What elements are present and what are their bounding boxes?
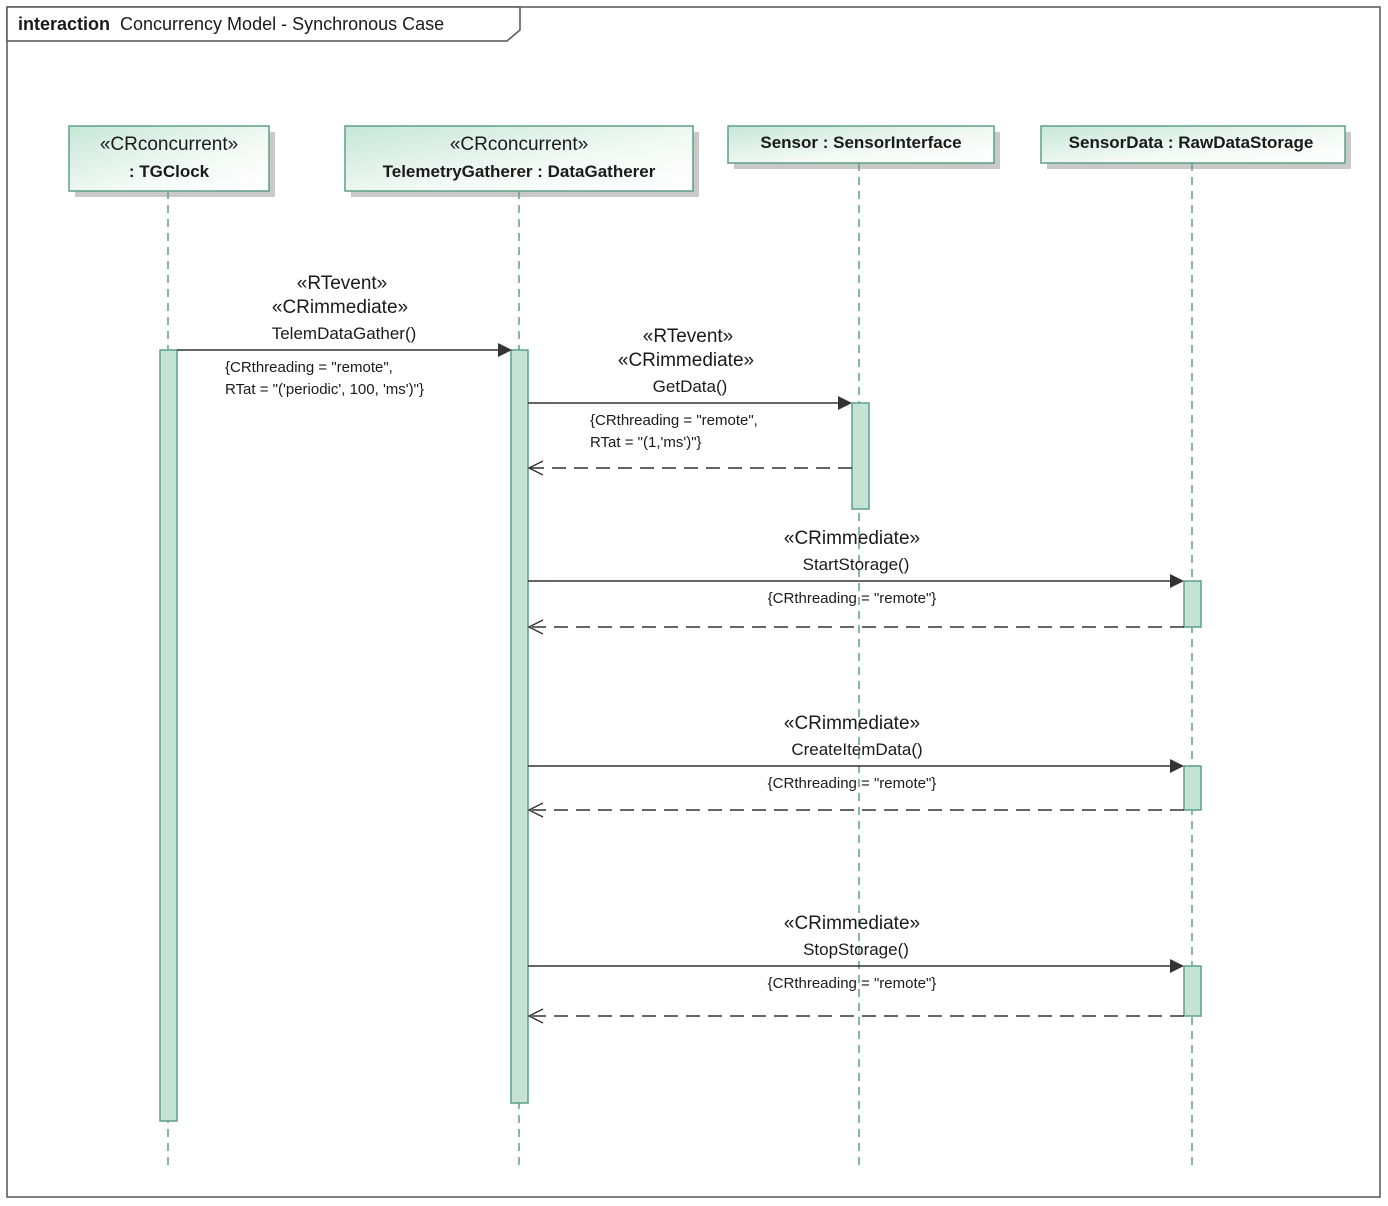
lifeline-stereotype: «CRconcurrent»	[100, 134, 238, 155]
message-name: StartStorage()	[803, 555, 910, 574]
lifeline-name: TelemetryGatherer : DataGatherer	[383, 162, 656, 181]
open-arrowhead-icon	[527, 802, 544, 818]
lifeline-tgclock[interactable]: «CRconcurrent» : TGClock	[68, 125, 275, 1165]
message-stereotype: «CRimmediate»	[272, 297, 408, 318]
lifeline-name: SensorData : RawDataStorage	[1069, 133, 1314, 152]
message-constraint: {CRthreading = "remote"}	[768, 590, 937, 607]
message-constraint: RTat = "(1,'ms')"}	[590, 434, 702, 451]
frame-title: interaction Concurrency Model - Synchrono…	[18, 14, 444, 34]
activation-storage-stop[interactable]	[1183, 965, 1202, 1017]
lifeline-storage[interactable]: SensorData : RawDataStorage	[1040, 125, 1351, 1165]
message-name: CreateItemData()	[791, 740, 922, 759]
message-getdata[interactable]: «RTevent» «CRimmediate» GetData() {CRthr…	[528, 326, 852, 451]
message-name: GetData()	[653, 377, 728, 396]
open-arrowhead-icon	[527, 1008, 544, 1024]
activation-gatherer[interactable]	[510, 349, 529, 1104]
lifeline-head-tgclock[interactable]	[68, 125, 270, 192]
interaction-frame	[6, 6, 1381, 1198]
activation-storage-create[interactable]	[1183, 765, 1202, 811]
activation-sensor[interactable]	[851, 402, 870, 510]
lifeline-head-sensor[interactable]	[727, 125, 995, 164]
message-constraint: {CRthreading = "remote",	[225, 359, 393, 376]
open-arrowhead-icon	[527, 619, 544, 635]
open-arrowhead-icon	[527, 460, 544, 476]
message-stereotype: «RTevent»	[297, 273, 388, 294]
message-startstorage[interactable]: «CRimmediate» StartStorage() {CRthreadin…	[528, 528, 1184, 607]
message-constraint: {CRthreading = "remote"}	[768, 775, 937, 792]
arrowhead-icon	[1170, 574, 1184, 588]
message-stereotype: «CRimmediate»	[784, 528, 920, 549]
arrowhead-icon	[1170, 759, 1184, 773]
message-createitemdata[interactable]: «CRimmediate» CreateItemData() {CRthread…	[528, 713, 1184, 792]
message-telemdatagather[interactable]: «RTevent» «CRimmediate» TelemDataGather(…	[177, 273, 512, 398]
activation-storage-start[interactable]	[1183, 580, 1202, 628]
message-constraint: {CRthreading = "remote"}	[768, 975, 937, 992]
reply-stopstorage[interactable]	[527, 1008, 1184, 1024]
message-name: TelemDataGather()	[272, 324, 417, 343]
frame-title-text: Concurrency Model - Synchronous Case	[120, 14, 444, 34]
message-stereotype: «CRimmediate»	[784, 713, 920, 734]
message-stereotype: «CRimmediate»	[618, 350, 754, 371]
reply-startstorage[interactable]	[527, 619, 1184, 635]
frame-keyword: interaction	[18, 14, 110, 34]
message-name: StopStorage()	[803, 940, 909, 959]
message-stereotype: «CRimmediate»	[784, 913, 920, 934]
message-stopstorage[interactable]: «CRimmediate» StopStorage() {CRthreading…	[528, 913, 1184, 992]
lifeline-head-storage[interactable]	[1040, 125, 1346, 164]
message-stereotype: «RTevent»	[643, 326, 734, 347]
frame-title-tab	[6, 6, 521, 42]
arrowhead-icon	[498, 343, 512, 357]
message-constraint: {CRthreading = "remote",	[590, 412, 758, 429]
reply-getdata[interactable]	[527, 460, 852, 476]
lifeline-stereotype: «CRconcurrent»	[450, 134, 588, 155]
reply-createitemdata[interactable]	[527, 802, 1184, 818]
activation-tgclock[interactable]	[159, 349, 178, 1122]
message-constraint: RTat = "('periodic', 100, 'ms')"}	[225, 381, 424, 398]
lifeline-name: : TGClock	[129, 162, 210, 181]
lifeline-name: Sensor : SensorInterface	[760, 133, 961, 152]
lifeline-sensor[interactable]: Sensor : SensorInterface	[727, 125, 1000, 1165]
lifeline-gatherer[interactable]: «CRconcurrent» TelemetryGatherer : DataG…	[344, 125, 699, 1165]
lifeline-head-gatherer[interactable]	[344, 125, 694, 192]
arrowhead-icon	[838, 396, 852, 410]
arrowhead-icon	[1170, 959, 1184, 973]
